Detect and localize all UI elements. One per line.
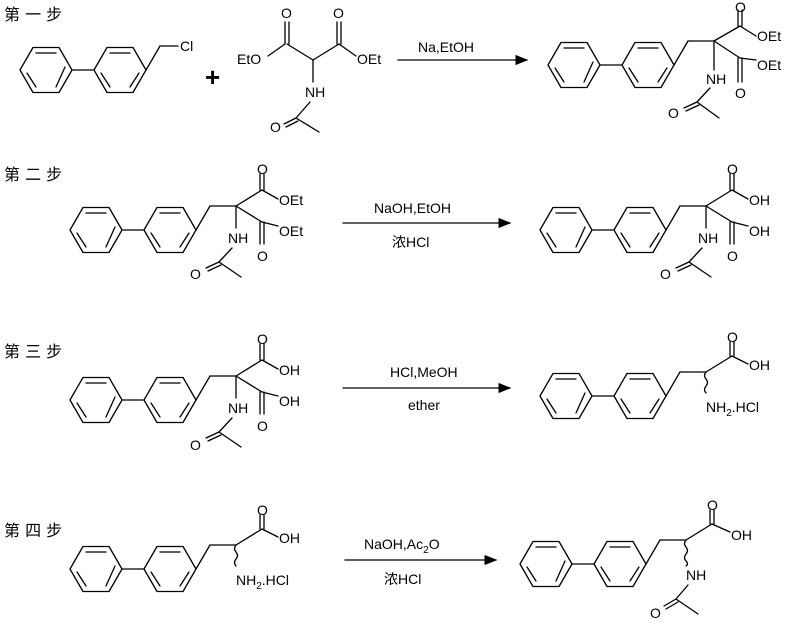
step-2-title: 第 二 步: [4, 165, 62, 184]
oet-label: OEt: [279, 223, 303, 239]
oh-label: OH: [749, 192, 770, 208]
reagent-label: Na,EtOH: [418, 39, 474, 55]
oxygen-label: O: [257, 502, 268, 518]
reagent-label: 浓HCl: [392, 234, 429, 250]
oxygen-label: O: [190, 437, 201, 453]
amine-label: NH2.HCl: [236, 572, 289, 592]
step-2: 第 二 步 O OEt OEt O NH O NaOH,: [4, 161, 770, 282]
oxygen-label: O: [660, 266, 671, 282]
reagent-label: ether: [408, 397, 440, 413]
oh-label: OH: [279, 393, 300, 409]
product-step-3: O OH NH2.HCl: [539, 329, 770, 420]
reactant-chloromethylbiphenyl: Cl: [19, 38, 193, 94]
nh-label: NH: [228, 400, 248, 416]
oxygen-label: O: [270, 119, 281, 135]
product-step-2: O OH OH O NH O: [539, 161, 770, 282]
oh-label: OH: [731, 527, 752, 543]
oet-label: OEt: [757, 57, 781, 73]
oh-label: OH: [279, 362, 300, 378]
reagent-label: HCl,MeOH: [390, 364, 458, 380]
oxygen-label: O: [257, 418, 268, 434]
nh-label: NH: [228, 230, 248, 246]
oet-label: OEt: [357, 51, 381, 67]
product-step-1: O OEt OEt O NH O: [547, 0, 781, 121]
oh-label: OH: [749, 357, 770, 373]
nh-label: NH: [305, 84, 325, 100]
oxygen-label: O: [707, 497, 718, 513]
step-1-title: 第 一 步: [4, 5, 62, 24]
nh-label: NH: [698, 230, 718, 246]
oxygen-label: O: [727, 161, 738, 177]
step-4-title: 第 四 步: [4, 521, 62, 540]
product-step-4: O OH NH O: [519, 497, 752, 621]
wavy-bond: [703, 371, 709, 394]
plus-sign: +: [205, 62, 220, 92]
oxygen-label: O: [257, 248, 268, 264]
oxygen-label: O: [650, 605, 661, 621]
oet-label: OEt: [279, 192, 303, 208]
reactant-diethyl-acetamidomalonate: EtO O O OEt NH O: [237, 5, 381, 135]
reagent-label: NaOH,Ac2O: [364, 536, 440, 556]
wavy-bond: [683, 539, 689, 567]
oh-label: OH: [279, 530, 300, 546]
oxygen-label: O: [333, 5, 344, 21]
oxygen-label: O: [257, 161, 268, 177]
reagent-label: 浓HCl: [384, 571, 421, 587]
nh-label: NH: [706, 71, 726, 87]
oxygen-label: O: [281, 5, 292, 21]
oxygen-label: O: [190, 266, 201, 282]
eto-label: EtO: [237, 51, 261, 67]
oxygen-label: O: [257, 331, 268, 347]
oxygen-label: O: [727, 329, 738, 345]
oh-label: OH: [749, 223, 770, 239]
chlorine-label: Cl: [180, 38, 193, 54]
step-1: 第 一 步 Cl + EtO O O OEt NH: [4, 0, 781, 135]
reactant-step-2: O OEt OEt O NH O: [69, 161, 303, 282]
oet-label: OEt: [757, 28, 781, 44]
step-3-title: 第 三 步: [4, 342, 62, 361]
reactant-step-4: O OH NH2.HCl: [69, 502, 300, 593]
reagent-label: NaOH,EtOH: [374, 200, 451, 216]
wavy-bond: [233, 544, 239, 567]
amine-label: NH2.HCl: [706, 399, 759, 419]
nh-label: NH: [686, 567, 706, 583]
step-4: 第 四 步 O OH NH2.HCl NaOH,Ac2O 浓HCl O: [4, 497, 752, 621]
oxygen-label: O: [727, 248, 738, 264]
oxygen-label: O: [735, 0, 746, 15]
step-3: 第 三 步 O OH OH O NH O HCl,MeO: [4, 329, 770, 453]
oxygen-label: O: [735, 85, 746, 101]
reactant-step-3: O OH OH O NH O: [69, 331, 300, 453]
oxygen-label: O: [668, 105, 679, 121]
